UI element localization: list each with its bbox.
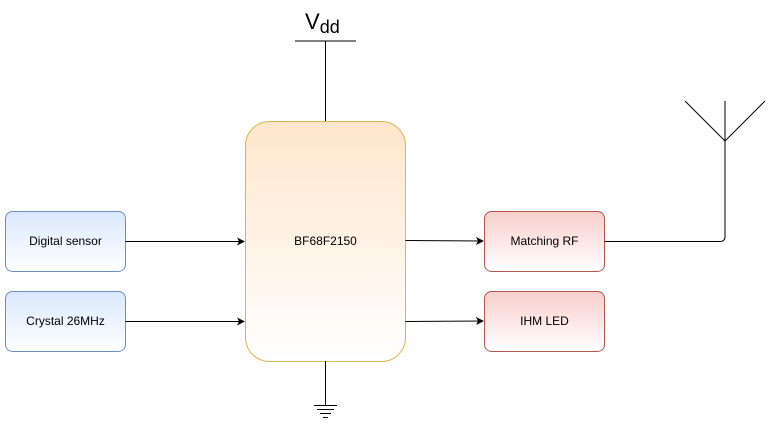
arrow-mcu-to-ihm-led [405, 317, 484, 326]
mcu-label: BF68F2150 [294, 234, 357, 248]
ground-symbol [314, 361, 337, 418]
wire-matching-rf-to-antenna [604, 141, 726, 242]
ihm-led-block[interactable]: IHM LED [484, 291, 605, 352]
arrow-mcu-to-matching-rf [405, 236, 484, 245]
antenna-right-arm [724, 100, 766, 142]
matching-rf-label: Matching RF [510, 234, 578, 248]
crystal-block[interactable]: Crystal 26MHz [5, 291, 126, 352]
matching-rf-block[interactable]: Matching RF [484, 211, 605, 272]
antenna-left-arm [684, 100, 726, 142]
digital-sensor-block[interactable]: Digital sensor [5, 211, 126, 272]
vdd-supply-symbol: Vdd [295, 9, 356, 121]
antenna-icon [684, 100, 766, 142]
vdd-label: Vdd [305, 9, 340, 37]
digital-sensor-label: Digital sensor [29, 234, 102, 248]
vdd-label-sub: dd [320, 17, 340, 37]
ihm-led-label: IHM LED [520, 314, 569, 328]
vdd-label-v: V [305, 9, 320, 34]
crystal-label: Crystal 26MHz [26, 314, 105, 328]
mcu-block[interactable]: BF68F2150 [245, 121, 406, 362]
ihm-led-box [484, 291, 605, 352]
